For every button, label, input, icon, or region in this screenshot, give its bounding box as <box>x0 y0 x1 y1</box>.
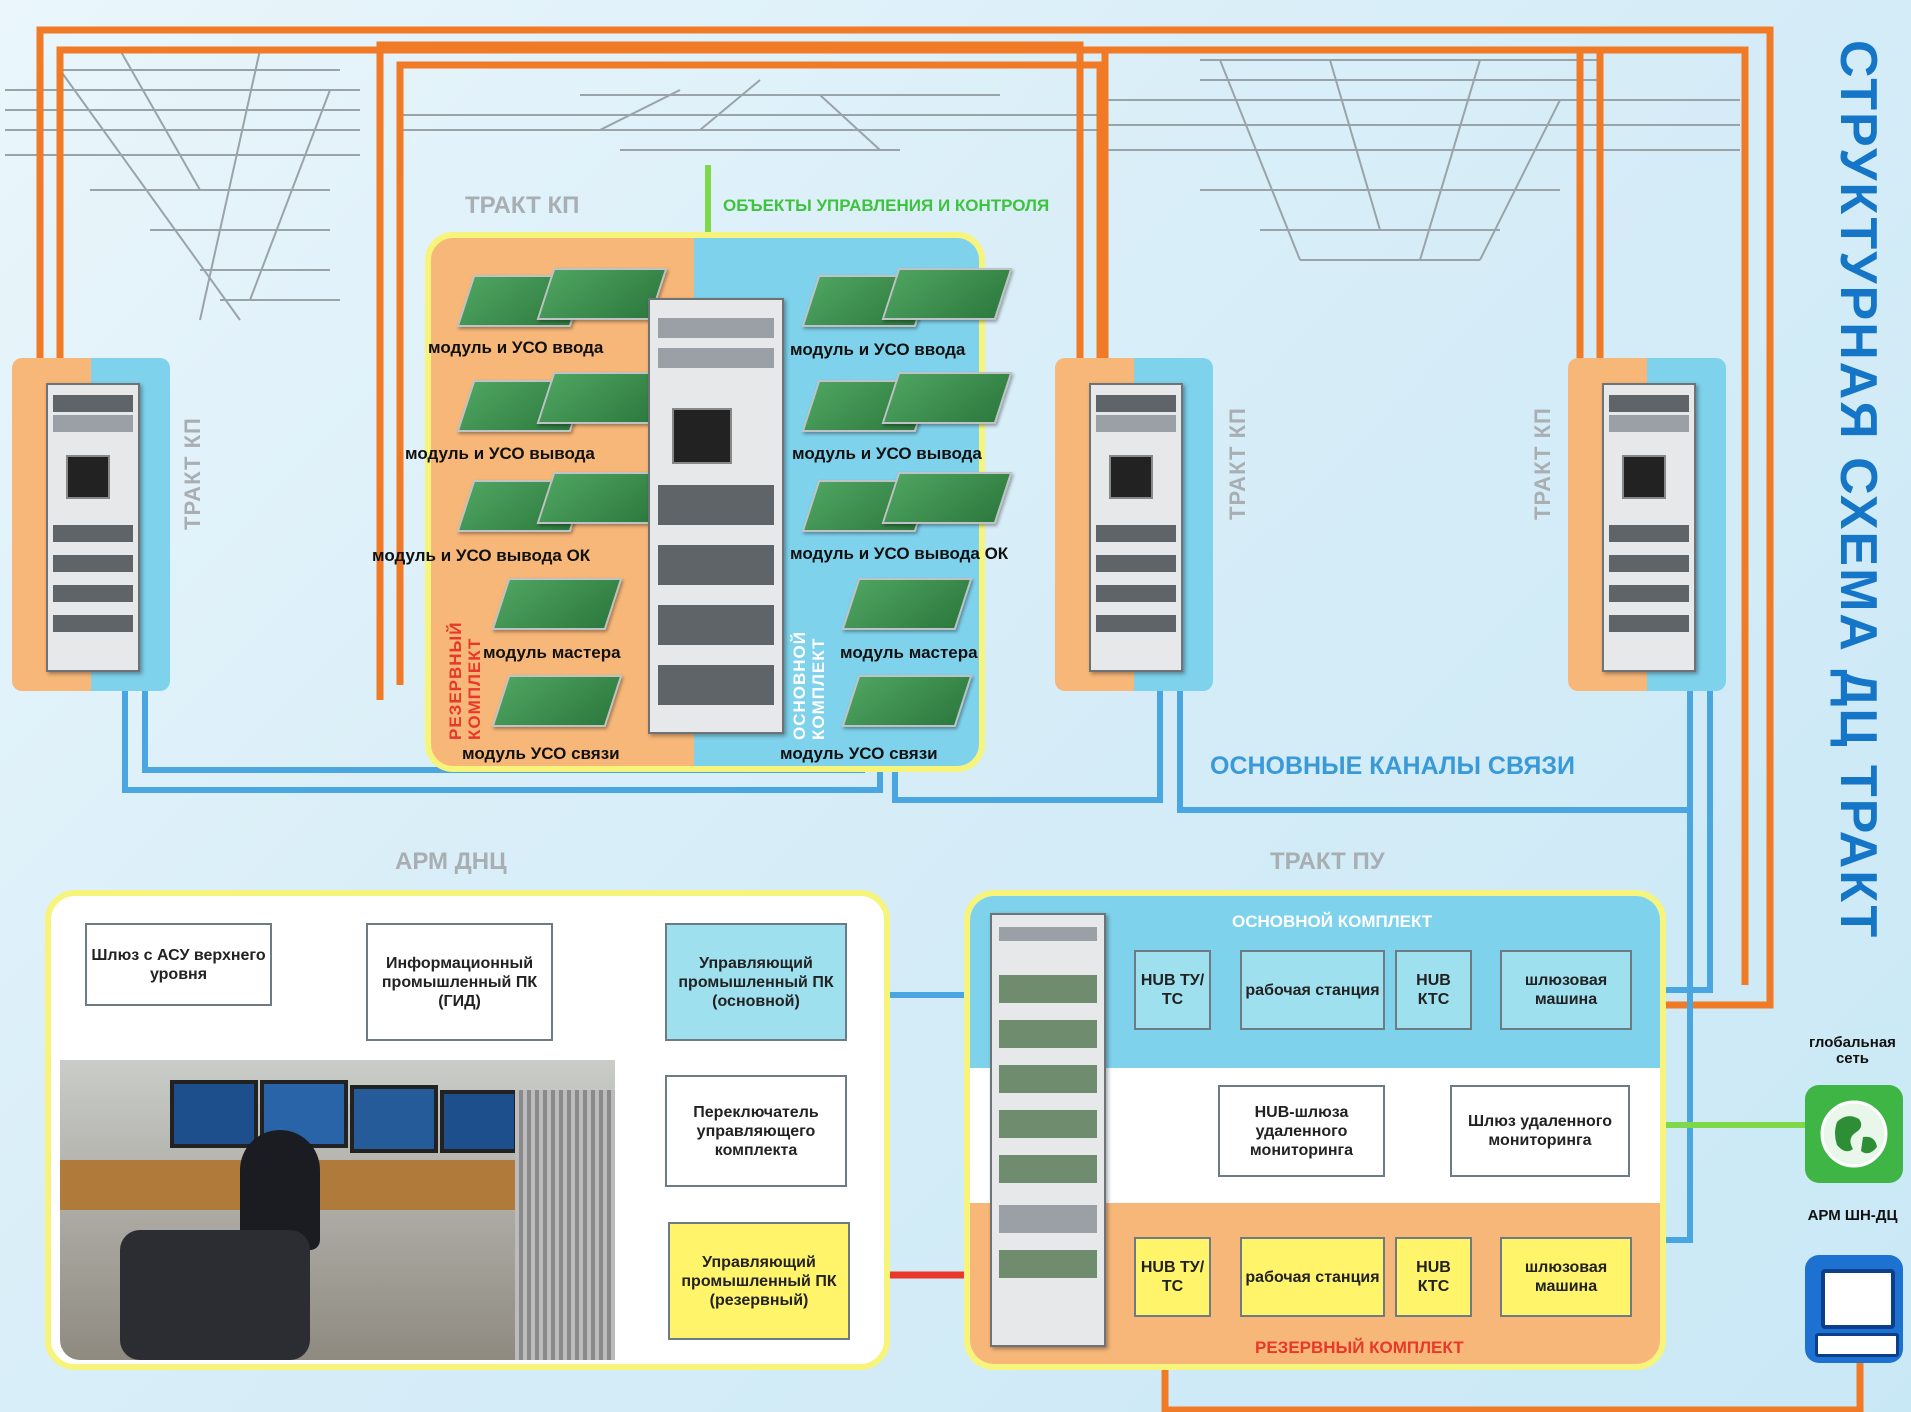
remote-gateway-box: Шлюз удаленного мониторинга <box>1450 1085 1630 1177</box>
board-master-left <box>491 578 623 630</box>
module-label-left-4: модуль УСО связи <box>462 744 620 763</box>
hub-ktc-main: HUB КТС <box>1395 950 1472 1030</box>
gateway-asu-box: Шлюз с АСУ верхнего уровня <box>85 923 272 1006</box>
kp-path-label-middle: ТРАКТ КП <box>1225 407 1250 520</box>
main-kit-vertical-label: ОСНОВНОЙ КОМПЛЕКТ <box>790 631 828 740</box>
workstation-reserve: рабочая станция <box>1240 1237 1385 1317</box>
board-master-right <box>841 578 973 630</box>
railway-tracks <box>5 49 1740 321</box>
pu-path-label: ТРАКТ ПУ <box>1270 848 1385 875</box>
module-label-right-4: модуль УСО связи <box>780 744 938 763</box>
hub-ktc-reserve: HUB КТС <box>1395 1237 1472 1317</box>
gateway-machine-main: шлюзовая машина <box>1500 950 1632 1030</box>
module-label-left-0: модуль и УСО ввода <box>428 338 604 357</box>
reserve-kit-vertical-label: РЕЗЕРВНЫЙ КОМПЛЕКТ <box>446 621 484 740</box>
kp-path-label-right: ТРАКТ КП <box>1530 407 1555 520</box>
control-pc-reserve-box: Управляющий промышленный ПК (резервный) <box>668 1222 850 1340</box>
pu-server-cabinet <box>990 913 1106 1347</box>
board-comm-right <box>841 675 973 727</box>
kp-central-cabinet <box>648 298 784 734</box>
orange-reserve-links <box>36 26 1864 1412</box>
kp-cabinet-left <box>12 358 170 691</box>
control-pc-main-box: Управляющий промышленный ПК (основной) <box>665 923 847 1041</box>
kp-path-label-top: ТРАКТ КП <box>465 192 580 219</box>
arm-shn-dc-label: АРМ ШН-ДЦ <box>1807 1207 1898 1224</box>
pu-reserve-kit-label: РЕЗЕРВНЫЙ КОМПЛЕКТ <box>1255 1338 1464 1357</box>
hub-tu-tc-reserve: HUB ТУ/ТС <box>1134 1237 1211 1317</box>
global-net-label: глобальная сеть <box>1809 1034 1896 1067</box>
module-label-left-3: модуль мастера <box>483 643 621 662</box>
operator-workplace-photo <box>60 1060 615 1360</box>
globe-icon <box>1805 1085 1903 1183</box>
module-label-right-2: модуль и УСО вывода ОК <box>790 544 1009 563</box>
hub-remote-gateway-box: HUB-шлюза удаленного мониторинга <box>1218 1085 1385 1177</box>
kp-path-label-left: ТРАКТ КП <box>180 417 205 530</box>
info-pc-box: Информационный промышленный ПК (ГИД) <box>366 923 553 1041</box>
module-label-right-3: модуль мастера <box>840 643 978 662</box>
switch-box: Переключатель управляющего комплекта <box>665 1075 847 1187</box>
diagram-title: СТРУКТУРНАЯ СХЕМА ДЦ ТРАКТ <box>1829 40 1887 940</box>
control-objects-label: ОБЪЕКТЫ УПРАВЛЕНИЯ И КОНТРОЛЯ <box>723 196 1050 215</box>
main-channels-label: ОСНОВНЫЕ КАНАЛЫ СВЯЗИ <box>1210 752 1575 780</box>
pu-main-kit-label: ОСНОВНОЙ КОМПЛЕКТ <box>1232 912 1433 931</box>
board-comm-left <box>491 675 623 727</box>
kp-cabinet-right <box>1568 358 1726 691</box>
workstation-main: рабочая станция <box>1240 950 1385 1030</box>
module-label-left-2: модуль и УСО вывода ОК <box>372 546 591 565</box>
kp-cabinet-middle <box>1055 358 1213 691</box>
gateway-machine-reserve: шлюзовая машина <box>1500 1237 1632 1317</box>
arm-dnc-label: АРМ ДНЦ <box>395 848 507 875</box>
module-label-right-0: модуль и УСО ввода <box>790 340 966 359</box>
module-label-left-1: модуль и УСО вывода <box>405 444 595 463</box>
hub-tu-tc-main: HUB ТУ/ТС <box>1134 950 1211 1030</box>
module-label-right-1: модуль и УСО вывода <box>792 444 982 463</box>
computer-icon <box>1805 1255 1903 1363</box>
